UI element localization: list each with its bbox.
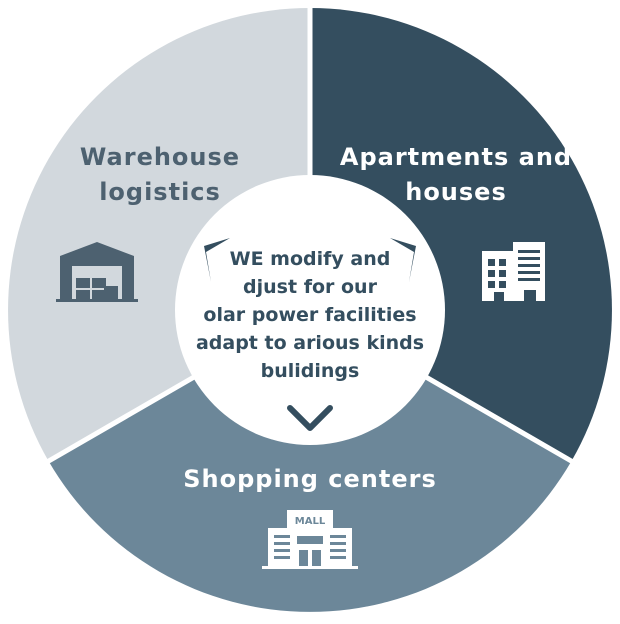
segment-label-shopping: Shopping centers (183, 465, 437, 493)
segment-label-warehouse: Warehouse logistics (79, 143, 241, 206)
mall-icon: MALL (262, 510, 358, 569)
apartment-buildings-icon (482, 242, 545, 301)
warehouse-icon (56, 242, 138, 302)
center-text: WE modify and djust for our olar power f… (195, 248, 425, 382)
mall-sign-text: MALL (295, 516, 326, 527)
center-circle (175, 175, 445, 445)
bracket-top-left-icon (204, 238, 230, 282)
bracket-top-right-icon (390, 238, 416, 282)
segment-label-apartments: Apartments and houses (339, 143, 573, 206)
segment-shopping (48, 310, 572, 612)
chevron-down-icon (287, 405, 333, 431)
